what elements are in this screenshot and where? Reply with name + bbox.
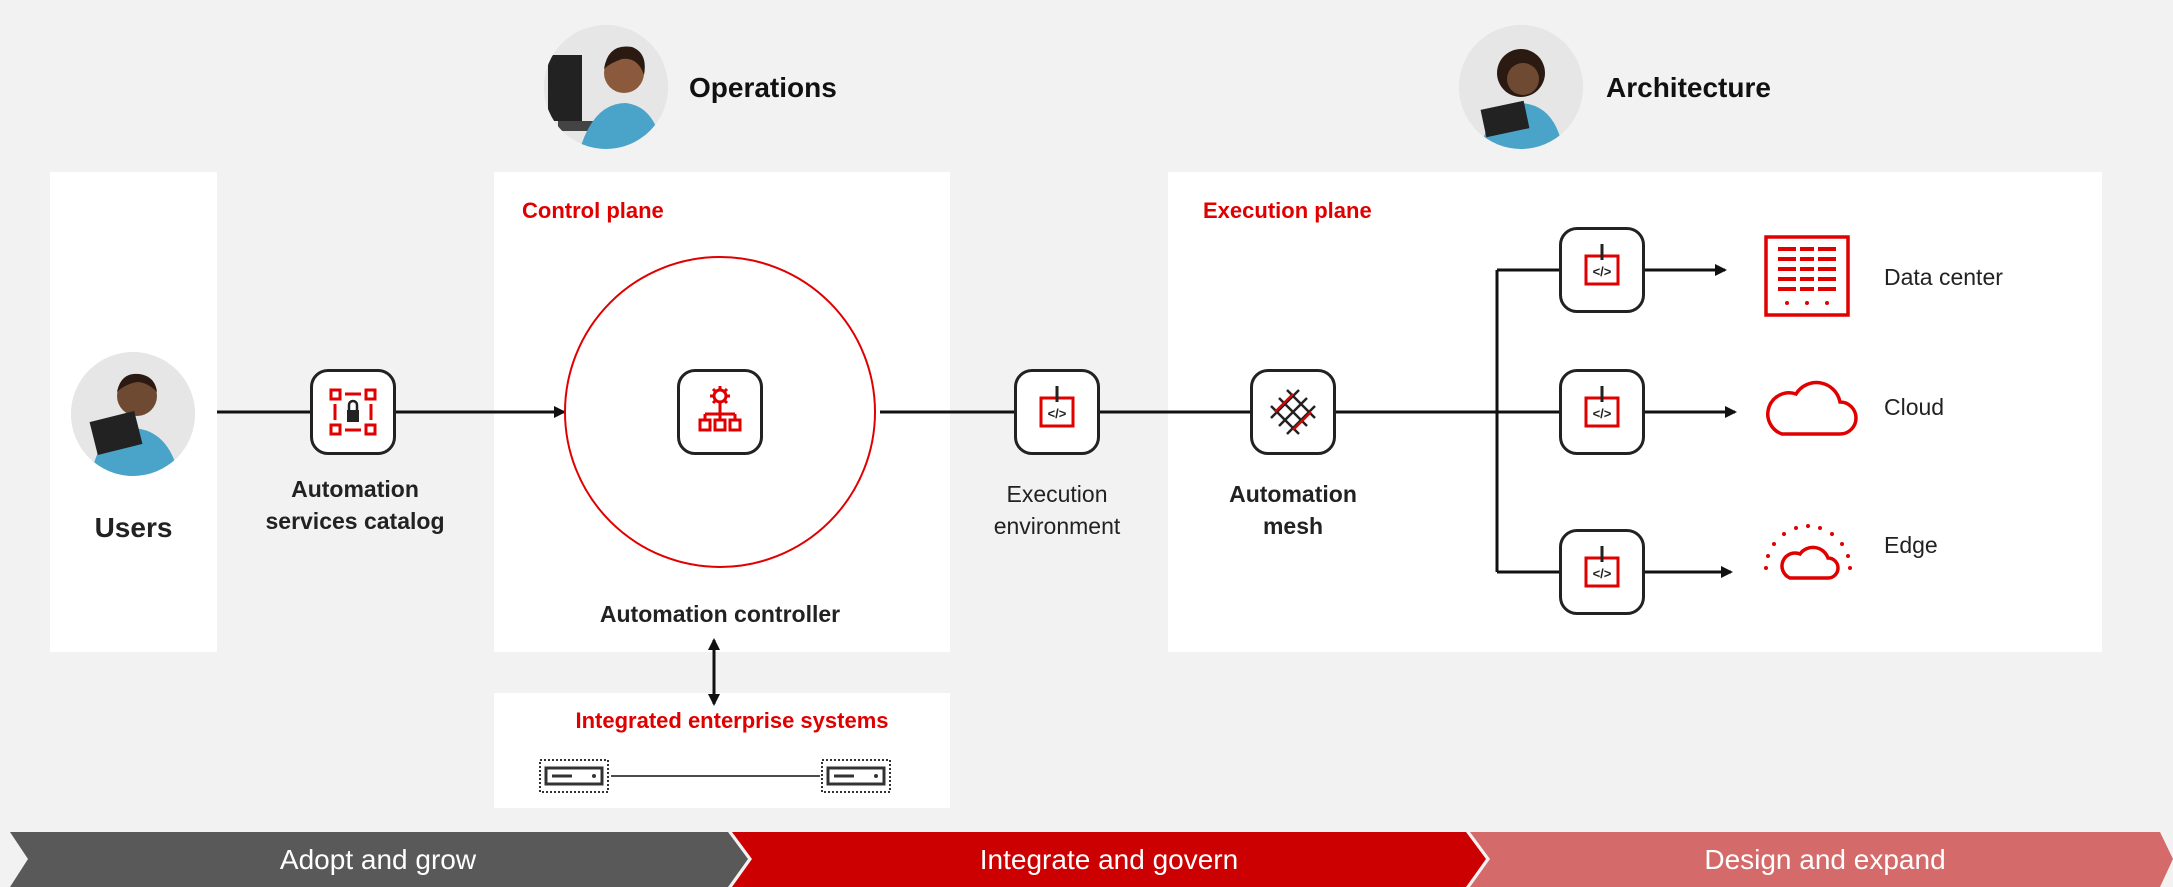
catalog-label-line1: Automation <box>291 476 419 502</box>
data-center-icon <box>1762 233 1852 324</box>
footer-stage-adopt: Adopt and grow <box>279 843 477 875</box>
architect-person-icon <box>1459 25 1583 149</box>
code-container-icon: </> <box>1584 546 1620 588</box>
destination-label-data-center: Data center <box>1884 264 2003 290</box>
server-right-icon <box>820 756 892 801</box>
execution-plane-title: Execution plane <box>1203 198 1372 223</box>
automation-mesh-label-line1: Automation <box>1229 481 1357 507</box>
users-avatar <box>71 352 195 476</box>
operator-person-icon <box>544 25 668 149</box>
footer-stage-design: Design and expand <box>1704 843 1946 875</box>
automation-controller-circle <box>564 256 876 568</box>
footer-stage-integrate: Integrate and govern <box>979 843 1239 875</box>
catalog-label-line2: services catalog <box>265 508 445 534</box>
operations-title: Operations <box>689 72 837 103</box>
users-label: Users <box>94 512 173 543</box>
mesh-network-icon <box>1270 389 1316 435</box>
catalog-lock-icon <box>329 388 377 436</box>
automation-mesh-label-line2: mesh <box>1262 513 1324 539</box>
architecture-title: Architecture <box>1606 72 1771 103</box>
control-plane-title: Control plane <box>522 198 664 223</box>
automation-controller-node[interactable] <box>677 369 763 455</box>
code-container-icon: </> <box>1584 244 1620 286</box>
footer-chevron-bar <box>10 832 2173 887</box>
operations-avatar <box>544 25 668 149</box>
user-person-icon <box>71 352 195 476</box>
execution-node-edge[interactable]: </> <box>1559 529 1645 615</box>
execution-environment-node[interactable]: </> <box>1014 369 1100 455</box>
edge-icon <box>1756 512 1856 593</box>
code-container-icon: </> <box>1039 386 1075 428</box>
execution-environment-label-line2: environment <box>993 513 1121 539</box>
automation-controller-label: Automation controller <box>599 601 841 627</box>
automation-mesh-node[interactable] <box>1250 369 1336 455</box>
execution-environment-label-line1: Execution <box>1006 481 1108 507</box>
integrated-systems-panel <box>494 693 950 808</box>
services-catalog-node[interactable] <box>310 369 396 455</box>
cloud-icon <box>1760 372 1860 449</box>
controller-hierarchy-icon <box>698 386 742 432</box>
svg-text:</>: </> <box>1593 566 1612 581</box>
svg-text:</>: </> <box>1593 406 1612 421</box>
destination-label-cloud: Cloud <box>1884 394 1945 420</box>
execution-node-data-center[interactable]: </> <box>1559 227 1645 313</box>
integrated-systems-title: Integrated enterprise systems <box>575 708 889 733</box>
code-container-icon: </> <box>1584 386 1620 428</box>
architecture-avatar <box>1459 25 1583 149</box>
execution-node-cloud[interactable]: </> <box>1559 369 1645 455</box>
destination-label-edge: Edge <box>1884 532 1938 558</box>
svg-text:</>: </> <box>1593 264 1612 279</box>
server-left-icon <box>538 756 610 801</box>
svg-text:</>: </> <box>1048 406 1067 421</box>
